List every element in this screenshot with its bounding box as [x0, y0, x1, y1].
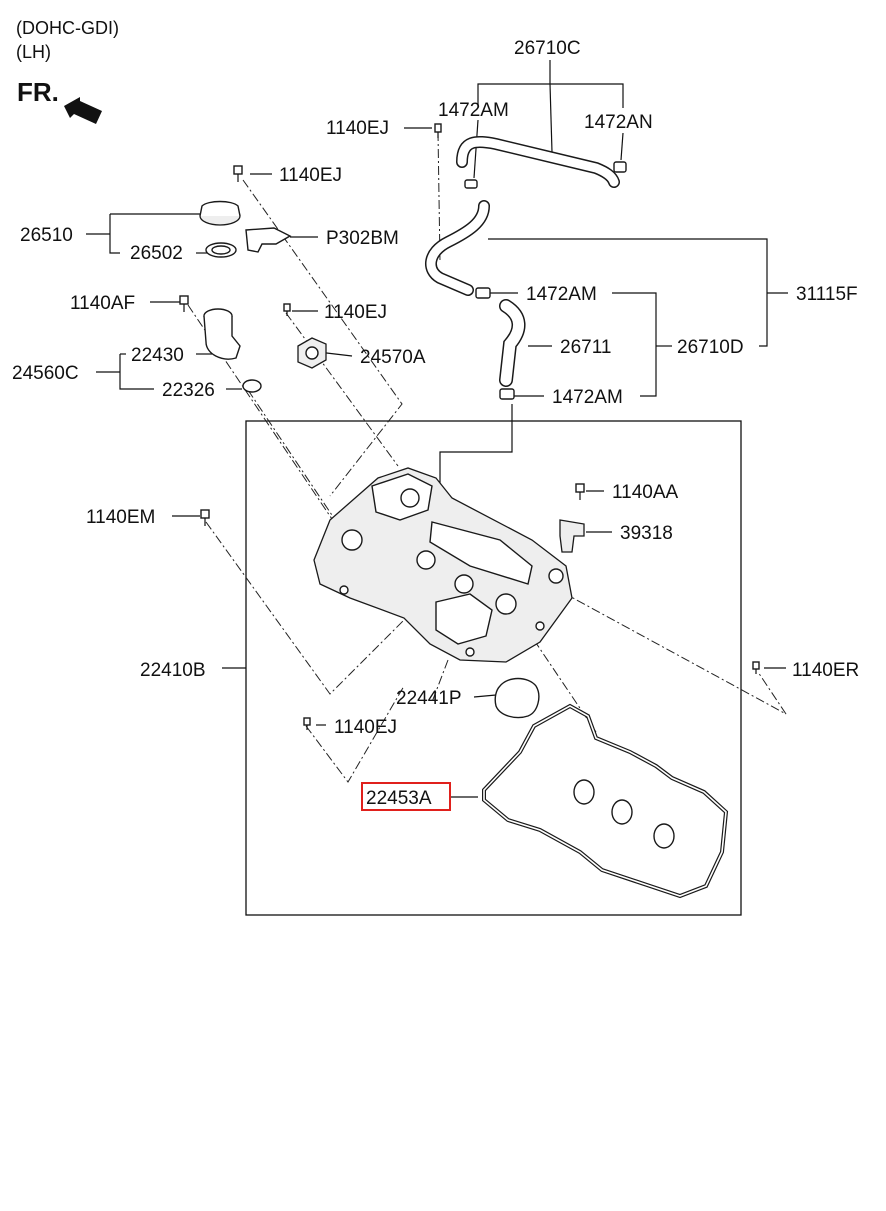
front-direction-label: FR. — [17, 77, 59, 107]
part-callouts: 26710C 1472AM 1472AN 1140EJ 1140EJ 26510… — [12, 38, 859, 811]
sensor-39318 — [559, 519, 585, 553]
callout-26502: 26502 — [130, 243, 183, 264]
callout-1140EM: 1140EM — [86, 507, 155, 528]
callout-P302BM: P302BM — [326, 228, 399, 249]
highlight-box-22453A — [361, 782, 451, 811]
callout-1140ER: 1140ER — [792, 660, 859, 681]
callout-22410B: 22410B — [140, 660, 206, 681]
callout-1472AM-mid: 1472AM — [526, 284, 597, 305]
hose-clamps — [464, 161, 627, 400]
rocker-cover-gasket-22453A — [482, 703, 729, 899]
callout-1140EJ-low: 1140EJ — [334, 717, 397, 738]
clip-bracket-P302BM — [245, 227, 292, 253]
callout-1140AF: 1140AF — [70, 293, 135, 314]
callout-1472AM-top: 1472AM — [438, 100, 509, 121]
valve-cover-22410B — [313, 467, 573, 663]
breather-hose-26710C — [456, 136, 620, 188]
callout-24560C: 24560C — [12, 363, 79, 384]
callout-1472AN: 1472AN — [584, 112, 653, 133]
gasket-22441P — [494, 677, 540, 719]
callout-31115F: 31115F — [796, 284, 858, 305]
bolt-icons — [179, 123, 760, 730]
callout-24570A: 24570A — [360, 347, 426, 368]
callout-22326: 22326 — [162, 380, 215, 401]
callout-1472AM-low: 1472AM — [552, 387, 623, 408]
filler-neck-22430 — [203, 308, 241, 360]
callout-1140EJ-mid: 1140EJ — [324, 302, 387, 323]
callout-22441P: 22441P — [396, 688, 462, 709]
callout-26710C: 26710C — [514, 38, 581, 59]
leader-lines — [86, 60, 788, 798]
callout-39318: 39318 — [620, 523, 673, 544]
cap-gasket-26502 — [205, 242, 237, 258]
front-arrow-icon — [64, 97, 102, 124]
callout-26710D: 26710D — [677, 337, 744, 358]
callout-1140AA: 1140AA — [612, 482, 679, 503]
callout-22430: 22430 — [131, 345, 184, 366]
callout-22453A[interactable]: 22453A — [366, 788, 432, 809]
callout-26711: 26711 — [560, 337, 611, 358]
o-ring-22326 — [242, 379, 262, 393]
sensor-housing-24570A — [297, 337, 327, 369]
side-label: (LH) — [16, 42, 51, 62]
engine-spec-label: (DOHC-GDI) — [16, 18, 119, 38]
callout-1140EJ-top: 1140EJ — [326, 118, 389, 139]
callout-26510: 26510 — [20, 225, 73, 246]
oil-filler-cap-26510 — [199, 200, 241, 226]
callout-1140EJ-cap: 1140EJ — [279, 165, 342, 186]
